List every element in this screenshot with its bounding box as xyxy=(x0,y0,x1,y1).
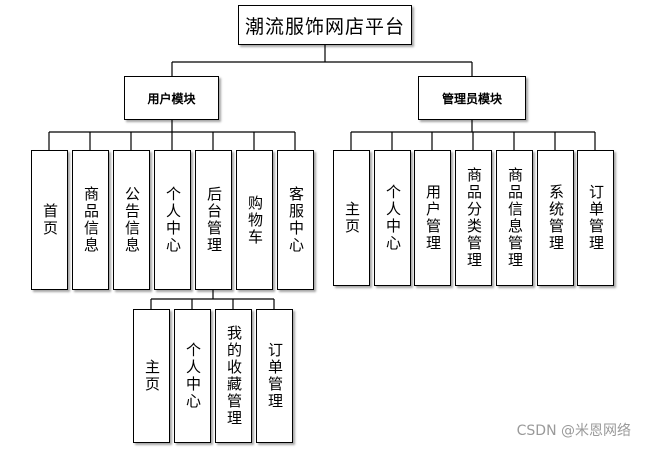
node-label: 公告信息 xyxy=(123,186,141,254)
admin-node-product-management: 商品信息管理 xyxy=(496,150,533,286)
user-node-customer-service: 客服中心 xyxy=(277,150,314,290)
watermark-text: CSDN @米恩网络 xyxy=(516,423,631,439)
admin-module-node: 管理员模块 xyxy=(418,76,526,120)
admin-node-personal-center: 个人中心 xyxy=(374,150,411,286)
node-label: 商品信息 xyxy=(82,186,100,254)
node-label: 客服中心 xyxy=(287,186,305,254)
admin-module-title: 管理员模块 xyxy=(441,91,502,106)
node-label: 用户管理 xyxy=(424,184,442,252)
node-label: 首页 xyxy=(41,203,59,237)
node-label: 商品信息管理 xyxy=(506,167,524,269)
admin-node-category-management: 商品分类管理 xyxy=(455,150,492,286)
node-label: 订单管理 xyxy=(266,342,284,410)
node-label: 个人中心 xyxy=(184,342,202,410)
admin-node-system-management: 系统管理 xyxy=(537,150,574,286)
root-node: 潮流服饰网店平台 xyxy=(238,5,412,45)
node-label: 系统管理 xyxy=(547,184,565,252)
admin-node-order-management: 订单管理 xyxy=(577,150,614,286)
node-label: 主页 xyxy=(343,201,361,235)
user-node-product-info: 商品信息 xyxy=(72,150,109,290)
user-node-personal-center: 个人中心 xyxy=(154,150,191,290)
user-node-home: 首页 xyxy=(31,150,68,290)
sub-node-order-management: 订单管理 xyxy=(256,309,293,443)
user-module-node: 用户模块 xyxy=(124,76,219,120)
node-label: 我的收藏管理 xyxy=(225,325,243,427)
user-module-title: 用户模块 xyxy=(147,91,196,106)
sub-node-personal-center: 个人中心 xyxy=(174,309,211,443)
admin-node-home: 主页 xyxy=(333,150,370,286)
user-node-announcement-info: 公告信息 xyxy=(113,150,150,290)
user-node-shopping-cart: 购物车 xyxy=(236,150,273,290)
node-label: 后台管理 xyxy=(205,186,223,254)
node-label: 购物车 xyxy=(246,194,264,246)
node-label: 个人中心 xyxy=(164,186,182,254)
node-label: 主页 xyxy=(143,359,161,393)
admin-node-user-management: 用户管理 xyxy=(414,150,451,286)
sub-node-favorites-management: 我的收藏管理 xyxy=(215,309,252,443)
root-title: 潮流服饰网店平台 xyxy=(244,15,405,38)
node-label: 订单管理 xyxy=(587,184,605,252)
user-node-backend-management: 后台管理 xyxy=(195,150,232,290)
sub-node-home: 主页 xyxy=(133,309,170,443)
node-label: 商品分类管理 xyxy=(465,167,483,269)
node-label: 个人中心 xyxy=(384,184,402,252)
